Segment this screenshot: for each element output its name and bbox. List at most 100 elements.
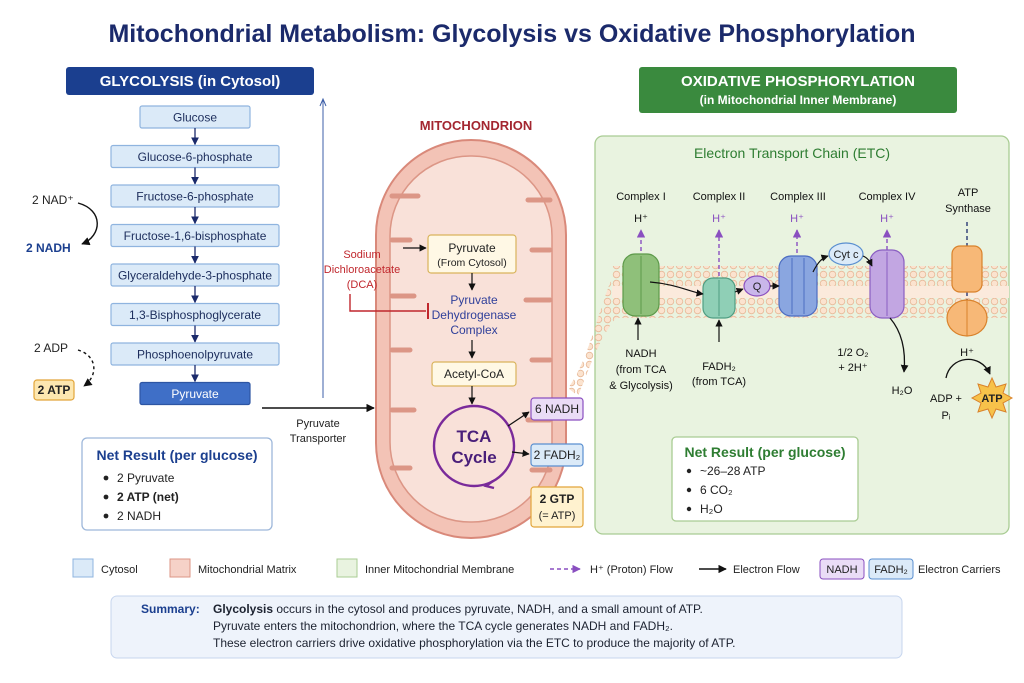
- etc-nadh-label: NADH: [625, 348, 656, 360]
- membrane-connector: [568, 270, 616, 396]
- glycolysis-steps: GlucoseGlucose-6-phosphateFructose-6-pho…: [110, 105, 280, 406]
- electron-flow: [812, 254, 829, 273]
- gtp-output: 2 GTP: [540, 492, 575, 506]
- gtp-output-sub: (= ATP): [539, 510, 576, 522]
- acetyl-coa-box: [431, 361, 517, 387]
- mitochondrion-label: MITOCHONDRION: [420, 118, 532, 133]
- glycolysis-step: Glucose-6-phosphate: [138, 150, 253, 164]
- cytochrome-c: [828, 242, 864, 266]
- glycolysis-step: 1,3-Bisphosphoglycerate: [129, 308, 261, 322]
- legend-carriers: Electron Carriers: [918, 564, 1001, 576]
- legend-fadh: FADH₂: [874, 564, 908, 576]
- oxphos-net-box: [671, 436, 859, 522]
- summary-box: Summary: Glycolysis occurs in the cytoso…: [110, 595, 903, 659]
- dca-label: Sodium: [343, 249, 380, 261]
- nadh-label: 2 NADH: [26, 241, 71, 255]
- hplus-label: H⁺: [880, 213, 894, 225]
- water-label: H₂O: [892, 385, 913, 397]
- atp-synthase-label: ATP: [958, 187, 979, 199]
- glycolysis-net-title: Net Result (per glucose): [96, 447, 257, 463]
- dca-label: (DCA): [347, 279, 378, 291]
- summary-label: Summary:: [141, 602, 200, 616]
- atp-badge-label: 2 ATP: [38, 383, 71, 397]
- nadh-output-box: [530, 397, 584, 421]
- adp-label: 2 ADP: [34, 341, 68, 355]
- legend-proton: H⁺ (Proton) Flow: [590, 564, 673, 576]
- adp-curve-arrow: [77, 349, 95, 387]
- oxphos-net-item: ~26–28 ATP: [700, 464, 766, 478]
- glycolysis-step: Phosphoenolpyruvate: [137, 348, 253, 362]
- electron-flow: [734, 287, 744, 295]
- legend-cytosol: Cytosol: [101, 564, 138, 576]
- glycolysis-step: Fructose-1,6-bisphosphate: [124, 229, 267, 243]
- glycolysis-header: GLYCOLYSIS (in Cytosol): [100, 73, 281, 90]
- legend-nadh-box: [819, 558, 865, 580]
- nad-curve-arrow: [77, 202, 98, 246]
- page-title: Mitochondrial Metabolism: Glycolysis vs …: [108, 20, 915, 48]
- mito-pyruvate-sub: (From Cytosol): [437, 257, 506, 269]
- cytochrome-c-label: Cyt c: [833, 249, 859, 261]
- glycolysis-step: Pyruvate: [171, 387, 219, 401]
- glycolysis-step: Glyceraldehyde-3-phosphate: [118, 269, 272, 283]
- oxphos-net-item: 6 CO₂: [700, 483, 733, 497]
- atp-badge: [33, 379, 75, 401]
- legend-matrix: Mitochondrial Matrix: [198, 564, 297, 576]
- nadh-output: 6 NADH: [535, 402, 579, 416]
- atp-synthase-label: Synthase: [945, 203, 991, 215]
- adp-label: ADP +: [930, 393, 962, 405]
- transporter-label: Transporter: [290, 433, 347, 445]
- complex-i-label: Complex I: [616, 191, 666, 203]
- oxphos-net-title: Net Result (per glucose): [684, 444, 845, 460]
- tca-label: TCA: [457, 427, 492, 446]
- etc-nadh-label: & Glycolysis): [609, 380, 673, 392]
- synthase-hplus: H⁺: [960, 347, 974, 359]
- complex-ii-label: Complex II: [693, 191, 746, 203]
- glycolysis-net-item: 2 NADH: [117, 509, 161, 523]
- summary-line3: These electron carriers drive oxidative …: [213, 636, 735, 650]
- oxphos-header-box: [639, 67, 957, 113]
- legend-electron: Electron Flow: [733, 564, 800, 576]
- oxphos-net-item: H₂O: [700, 502, 723, 516]
- glycolysis-header-box: [66, 67, 314, 95]
- tca-cycle-ring: [432, 404, 516, 488]
- dca-label: Dichloroacetate: [324, 264, 400, 276]
- complex-iv-label: Complex IV: [859, 191, 917, 203]
- summary-line1: Glycolysis occurs in the cytosol and pro…: [213, 602, 703, 616]
- pdc-label: Dehydrogenase: [432, 308, 517, 322]
- legend-matrix-swatch: [169, 558, 191, 578]
- legend-fadh-box: [868, 558, 914, 580]
- nad-label: 2 NAD⁺: [32, 193, 74, 207]
- glycolysis-net-item: 2 ATP (net): [117, 490, 179, 504]
- gtp-output-box: [530, 486, 584, 528]
- hplus-label: H⁺: [712, 213, 726, 225]
- glycolysis-net-box: [81, 437, 273, 531]
- transporter-label: Pyruvate: [296, 418, 339, 430]
- pdc-label: Complex: [450, 323, 497, 337]
- fadh-output: 2 FADH₂: [534, 448, 581, 462]
- legend-nadh: NADH: [826, 564, 857, 576]
- hplus-label: H⁺: [634, 213, 648, 225]
- complex-iii-label: Complex III: [770, 191, 826, 203]
- mito-pyruvate: Pyruvate: [448, 241, 496, 255]
- oxygen-label: + 2H⁺: [838, 362, 868, 374]
- atp-burst: [970, 376, 1014, 420]
- phosphate-label: Pᵢ: [941, 410, 950, 422]
- electron-flow: [649, 281, 704, 297]
- hplus-label: H⁺: [790, 213, 804, 225]
- legend-cytosol-swatch: [72, 558, 94, 578]
- fadh-output-box: [530, 443, 584, 467]
- oxphos-panel: OXIDATIVE PHOSPHORYLATION (in Mitochondr…: [568, 67, 1014, 535]
- tca-label: Cycle: [451, 448, 496, 467]
- etc-nadh-label: (from TCA: [616, 364, 667, 376]
- glycolysis-step: Glucose: [173, 111, 217, 125]
- glycolysis-net-item: 2 Pyruvate: [117, 471, 175, 485]
- glycolysis-panel: GLYCOLYSIS (in Cytosol) GlucoseGlucose-6…: [26, 67, 327, 531]
- oxygen-reduction-arrow: [889, 317, 909, 373]
- mitochondrion: MITOCHONDRION Pyruvate (From Cytosol) Py…: [324, 118, 584, 539]
- oxphos-header: OXIDATIVE PHOSPHORYLATION: [681, 73, 915, 90]
- glycolysis-step: Fructose-6-phosphate: [136, 190, 254, 204]
- legend-membrane-swatch: [336, 558, 358, 578]
- atp-burst-label: ATP: [981, 393, 1002, 405]
- dca-inhibition-line: [349, 294, 426, 312]
